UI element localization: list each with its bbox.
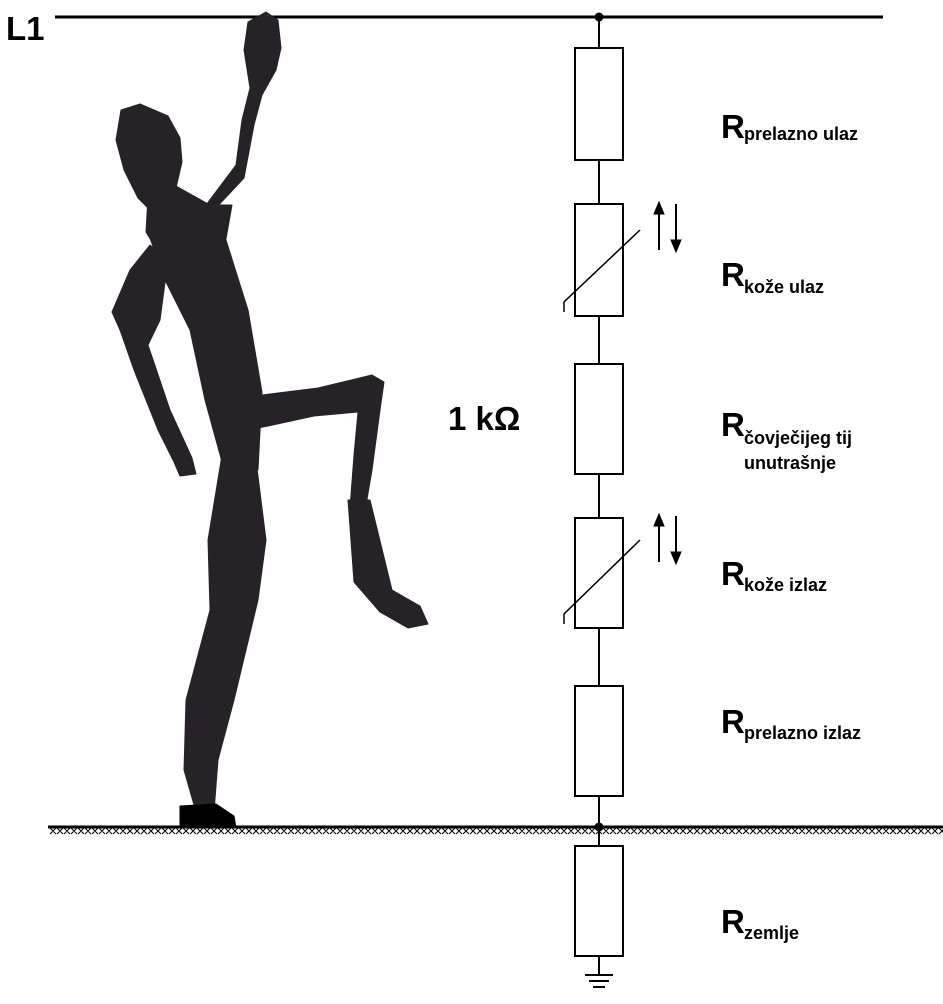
person-silhouette-icon <box>111 11 429 829</box>
label-prelazno-izlaz: R prelazno izlaz <box>721 703 861 743</box>
resistor-koze-ulaz <box>574 203 624 317</box>
resistor-prelazno-izlaz <box>574 685 624 797</box>
svg-text:R: R <box>721 256 745 293</box>
label-zemlje: R zemlje <box>721 903 799 943</box>
resistor-prelazno-ulaz <box>574 47 624 161</box>
up-down-arrows-icon <box>653 200 682 254</box>
up-down-arrows-icon <box>653 512 682 566</box>
svg-text:čovječijeg tij: čovječijeg tij <box>744 428 852 448</box>
supply-label: L1 <box>6 10 45 47</box>
svg-text:unutrašnje: unutrašnje <box>744 453 836 473</box>
label-koze-ulaz: R kože ulaz <box>721 256 824 297</box>
series-resistance-label: 1 kΩ <box>448 400 520 437</box>
svg-text:kože ulaz: kože ulaz <box>744 277 824 297</box>
ground-symbol-icon <box>585 974 613 988</box>
resistor-zemlje <box>574 845 624 957</box>
svg-text:R: R <box>721 406 745 443</box>
svg-text:prelazno ulaz: prelazno ulaz <box>744 124 858 144</box>
svg-text:kože izlaz: kože izlaz <box>744 575 827 595</box>
variable-resistor-marks <box>563 229 641 624</box>
svg-text:R: R <box>721 703 745 740</box>
resistor-koze-izlaz <box>574 517 624 629</box>
svg-text:R: R <box>721 108 745 145</box>
label-covjecijeg-tijela: R čovječijeg tij unutrašnje <box>721 406 852 473</box>
svg-text:zemlje: zemlje <box>744 923 799 943</box>
label-prelazno-ulaz: R prelazno ulaz <box>721 108 858 145</box>
svg-text:prelazno izlaz: prelazno izlaz <box>744 723 861 743</box>
resistor-covjecijeg-tijela <box>574 363 624 475</box>
label-koze-izlaz: R kože izlaz <box>721 555 827 595</box>
svg-text:R: R <box>721 903 745 940</box>
svg-text:R: R <box>721 555 745 592</box>
